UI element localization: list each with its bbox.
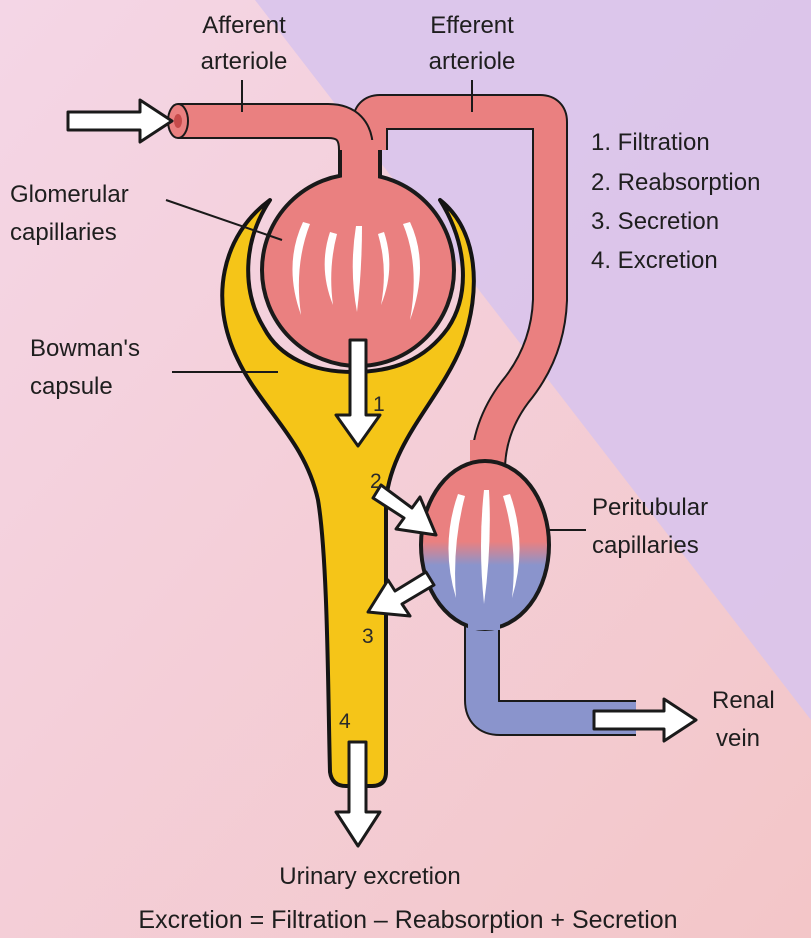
excretion-formula: Excretion = Filtration – Reabsorption + … bbox=[138, 906, 677, 934]
renal-label-line2: vein bbox=[716, 725, 760, 752]
peritubular-label-line1: Peritubular bbox=[592, 494, 708, 521]
efferent-label-line2: arteriole bbox=[429, 48, 516, 75]
step-number-3: 3 bbox=[362, 625, 374, 648]
bowman-label-line2: capsule bbox=[30, 373, 113, 400]
legend-item-filtration: 1. Filtration bbox=[591, 129, 710, 156]
bowman-label-line1: Bowman's bbox=[30, 335, 140, 362]
step-number-1: 1 bbox=[373, 393, 385, 416]
glomerular-label-line2: capillaries bbox=[10, 219, 117, 246]
legend-item-excretion: 4. Excretion bbox=[591, 247, 718, 274]
legend-item-secretion: 3. Secretion bbox=[591, 208, 719, 235]
afferent-label-line2: arteriole bbox=[201, 48, 288, 75]
step-number-2: 2 bbox=[370, 470, 382, 493]
peritubular-label-line2: capillaries bbox=[592, 532, 699, 559]
step-number-4: 4 bbox=[339, 710, 351, 733]
urinary-excretion-label: Urinary excretion bbox=[279, 863, 460, 890]
legend-item-reabsorption: 2. Reabsorption bbox=[591, 169, 760, 196]
renal-label-line1: Renal bbox=[712, 687, 775, 714]
efferent-label-line1: Efferent bbox=[430, 12, 514, 39]
glomerular-label-line1: Glomerular bbox=[10, 181, 129, 208]
afferent-label-line1: Afferent bbox=[202, 12, 286, 39]
